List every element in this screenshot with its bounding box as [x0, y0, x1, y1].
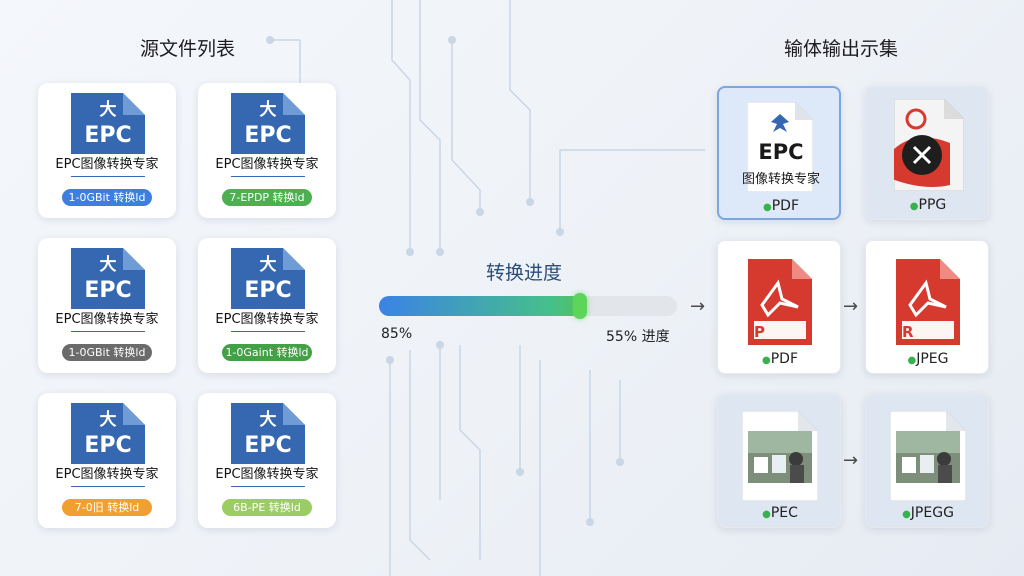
- file-app-label: EPC图像转换专家: [208, 154, 326, 176]
- photo-document-icon: [742, 411, 818, 501]
- file-mark: 大: [259, 100, 277, 120]
- file-extension: EPC: [84, 123, 132, 148]
- progress-bar: [379, 293, 677, 319]
- output-file-card[interactable]: R ●JPEG: [865, 240, 989, 374]
- output-format-text: PDF: [771, 198, 799, 214]
- status-dot-icon: ●: [907, 355, 917, 366]
- pdf-document-icon: [896, 259, 960, 345]
- status-dot-icon: ●: [761, 355, 771, 366]
- output-format-text: JPEG: [916, 351, 949, 367]
- file-extension: EPC: [244, 123, 292, 148]
- status-dot-icon: ●: [762, 202, 772, 213]
- output-file-card[interactable]: ●JPEGG: [865, 394, 989, 528]
- output-file-card[interactable]: ●PEC: [717, 394, 841, 528]
- file-extension: EPC: [244, 278, 292, 303]
- status-dot-icon: ●: [762, 509, 771, 520]
- file-mark: 大: [99, 100, 117, 120]
- source-list-title: 源文件列表: [140, 38, 236, 60]
- progress-left-label: 85%: [381, 326, 413, 342]
- ppt-document-icon: [894, 99, 964, 191]
- output-file-card[interactable]: P ●PDF: [717, 240, 841, 374]
- file-extension: EPC: [244, 433, 292, 458]
- output-format-text: PEC: [770, 505, 798, 521]
- status-dot-icon: ●: [902, 509, 911, 520]
- output-format-text: PPG: [918, 197, 947, 213]
- progress-thumb[interactable]: [573, 293, 587, 319]
- file-status-badge: 1-0GBit 转换ld: [62, 344, 152, 361]
- output-format-text: PDF: [770, 351, 798, 367]
- output-format-label: ●PDF: [718, 351, 842, 367]
- file-extension: EPC: [84, 433, 132, 458]
- output-doc-text: 图像转换专家: [741, 172, 820, 187]
- file-mark: 大: [99, 410, 117, 430]
- output-file-card[interactable]: ●PPG: [865, 86, 989, 220]
- output-format-label: ●PPG: [866, 197, 990, 213]
- arrow-right-icon: →: [843, 450, 859, 471]
- output-format-text: JPEGG: [910, 505, 954, 521]
- status-dot-icon: ●: [909, 201, 919, 212]
- progress-fill: [379, 296, 582, 316]
- file-status-badge: 1-0Gaint 转换ld: [222, 344, 312, 361]
- source-file-card[interactable]: 大 EPC EPC图像转换专家 7-EPDP 转换ld: [198, 83, 336, 218]
- file-app-label: EPC图像转换专家: [208, 309, 326, 331]
- file-status-badge: 6B-PE 转换ld: [222, 499, 312, 516]
- progress-title: 转换进度: [485, 262, 562, 284]
- file-app-label: EPC图像转换专家: [48, 309, 166, 331]
- output-file-card[interactable]: EPC 图像转换专家 ●PDF: [717, 86, 841, 220]
- output-format-label: ●PDF: [719, 198, 843, 214]
- file-app-label: EPC图像转换专家: [48, 464, 166, 486]
- source-file-card[interactable]: 大 EPC EPC图像转换专家 1-0GBit 转换ld: [38, 238, 176, 373]
- file-mark: 大: [259, 410, 277, 430]
- arrow-right-icon: →: [690, 296, 706, 317]
- output-doc-mark: EPC: [758, 140, 804, 164]
- pdf-doc-letter: P: [754, 323, 765, 341]
- output-format-label: ●JPEGG: [866, 505, 990, 521]
- output-format-label: ●PEC: [718, 505, 842, 521]
- file-mark: 大: [99, 255, 117, 275]
- photo-document-icon: [890, 411, 966, 501]
- file-status-badge: 7-EPDP 转换ld: [222, 189, 312, 206]
- file-mark: 大: [259, 255, 277, 275]
- file-extension: EPC: [84, 278, 132, 303]
- pdf-doc-letter: R: [902, 323, 914, 341]
- file-status-badge: 7-0旧 转换ld: [62, 499, 152, 516]
- source-file-card[interactable]: 大 EPC EPC图像转换专家 6B-PE 转换ld: [198, 393, 336, 528]
- progress-right-label: 55% 进度: [606, 329, 670, 345]
- output-list-title: 输体输出示集: [784, 38, 899, 60]
- file-status-badge: 1-0GBit 转换ld: [62, 189, 152, 206]
- epc-document-icon: [747, 102, 813, 192]
- arrow-right-icon: →: [843, 296, 859, 317]
- file-app-label: EPC图像转换专家: [208, 464, 326, 486]
- output-format-label: ●JPEG: [866, 351, 990, 367]
- pdf-document-icon: [748, 259, 812, 345]
- source-file-card[interactable]: 大 EPC EPC图像转换专家 7-0旧 转换ld: [38, 393, 176, 528]
- file-app-label: EPC图像转换专家: [48, 154, 166, 176]
- source-file-card[interactable]: 大 EPC EPC图像转换专家 1-0Gaint 转换ld: [198, 238, 336, 373]
- source-file-card[interactable]: 大 EPC EPC图像转换专家 1-0GBit 转换ld: [38, 83, 176, 218]
